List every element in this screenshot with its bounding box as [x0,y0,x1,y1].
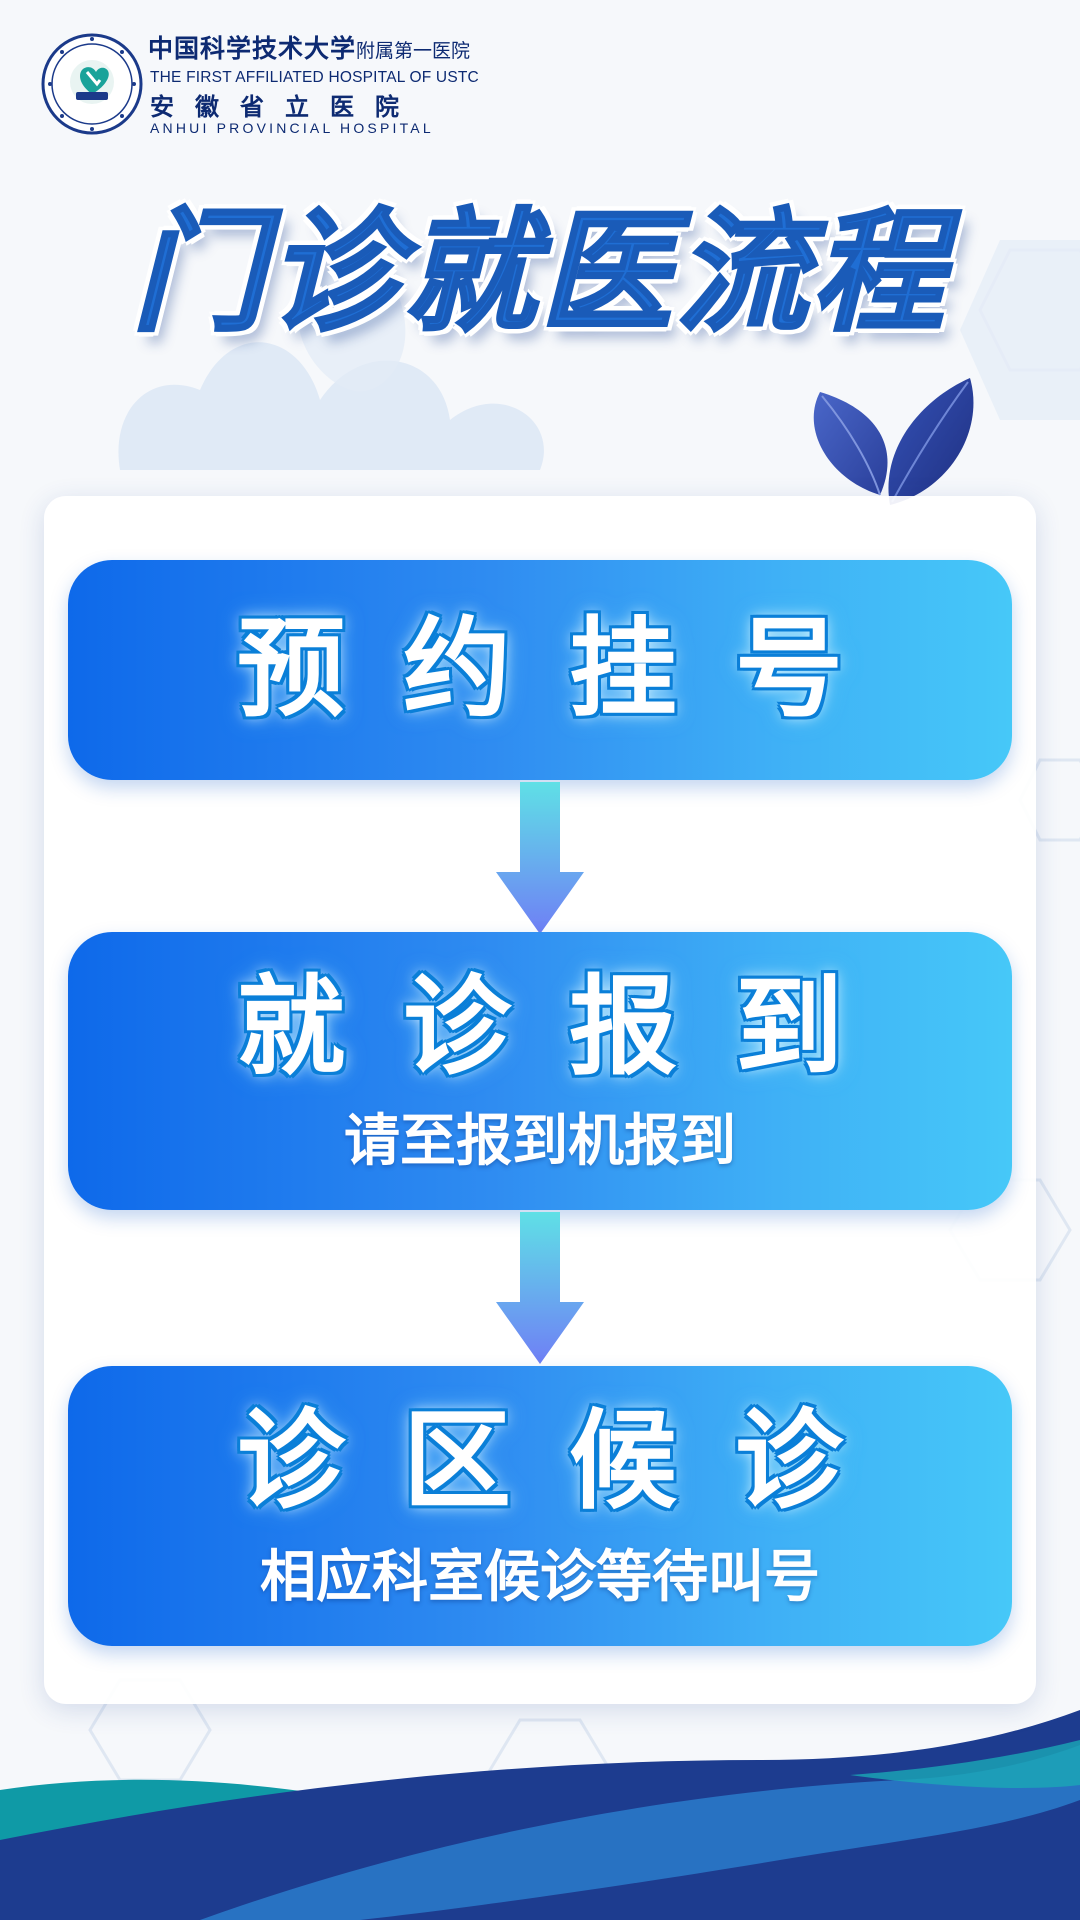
step-title: 预约挂号 [236,607,901,732]
splash-shape [118,342,544,470]
wave-navy [0,1710,1080,1920]
provincial-hospital-name: 安徽省立医院 [150,93,420,121]
step-subtitle: 请至报到机报到 [344,1108,736,1174]
step-title: 就诊报到 [236,965,901,1090]
step-subtitle: 相应科室候诊等待叫号 [260,1544,820,1610]
provincial-hospital-name-english: ANHUI PROVINCIAL HOSPITAL [150,120,434,136]
arrow-down-icon [496,1212,584,1364]
hospital-seal-icon [41,33,143,135]
process-card: 预约挂号 就诊报到 请至报到机报到 诊区候诊 相应科室候诊等待叫号 [44,496,1036,1704]
wave-blue [200,1745,1080,1920]
university-name: 中国科学技术大学 [148,34,357,63]
page-title: 门诊就医流程 [131,196,948,350]
arrow-down-icon [496,782,584,934]
hospital-logo: 中国科学技术大学附属第一医院 THE FIRST AFFILIATED HOSP… [40,32,480,137]
step-appointment: 预约挂号 [68,560,1012,780]
hospital-name-english: THE FIRST AFFILIATED HOSPITAL OF USTC [150,69,479,86]
affiliated-label: 附属第一医院 [356,40,471,62]
step-check-in: 就诊报到 请至报到机报到 [68,932,1012,1210]
leaf-icon [813,378,974,505]
step-waiting-area: 诊区候诊 相应科室候诊等待叫号 [68,1366,1012,1646]
step-title: 诊区候诊 [236,1399,901,1524]
